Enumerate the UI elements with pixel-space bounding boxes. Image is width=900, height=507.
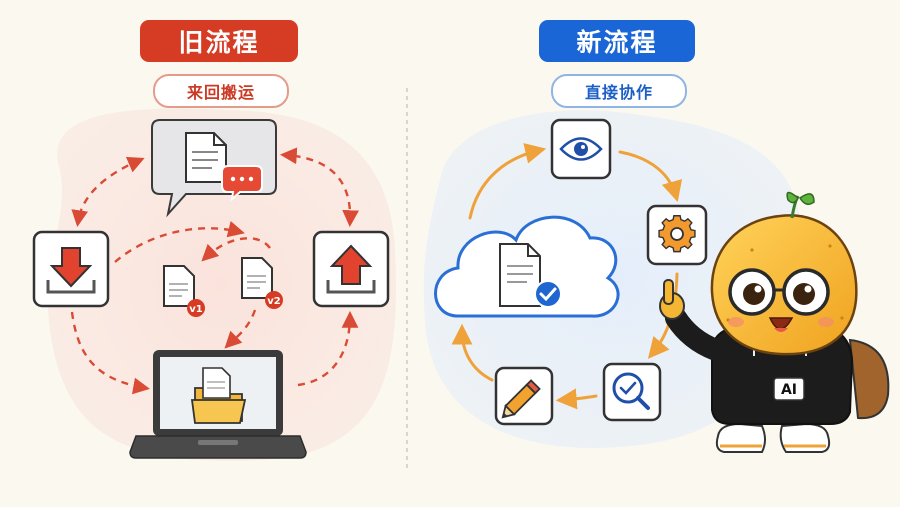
old-flow-title: 旧流程 <box>140 20 298 62</box>
chat-document-box <box>151 119 277 218</box>
upload-icon <box>312 230 390 308</box>
document-icon <box>185 132 227 183</box>
arrow-download-to-files <box>114 221 245 263</box>
old-flow-subtitle: 来回搬运 <box>153 74 289 108</box>
arrow-files-to-v1 <box>201 237 271 262</box>
arrow-download-to-laptop <box>70 311 150 395</box>
chat-bubble-icon <box>221 165 263 202</box>
new-flow-title: 新流程 <box>539 20 695 62</box>
arrow-search-to-pencil <box>555 388 598 410</box>
mango-mascot: AI <box>659 191 890 453</box>
cloud-document-icon <box>434 215 620 318</box>
arrow-eye-to-gear <box>618 150 683 203</box>
search-check-icon <box>602 362 662 422</box>
eye-icon <box>550 118 612 180</box>
arrow-v2-to-laptop <box>224 309 257 349</box>
arrow-upload-to-chat <box>279 147 359 228</box>
laptop-icon <box>129 350 307 459</box>
file-v2-icon: v2 <box>241 257 283 309</box>
arrow-chat-to-download <box>71 156 145 227</box>
version-badge-v2: v2 <box>267 296 281 307</box>
mascot-ai-badge: AI <box>781 382 797 398</box>
old-flow-arrows <box>70 147 359 395</box>
new-flow-arrows <box>451 143 683 410</box>
new-flow-background <box>423 110 802 449</box>
gear-icon <box>646 204 708 266</box>
arrow-laptop-to-upload <box>297 310 359 387</box>
file-v1-icon: v1 <box>163 265 205 317</box>
check-icon <box>534 280 562 308</box>
pencil-icon <box>494 366 554 426</box>
version-badge-v1: v1 <box>189 304 203 315</box>
glasses-icon <box>728 268 830 316</box>
arrow-cloud-to-eye <box>468 143 547 220</box>
new-flow-subtitle: 直接协作 <box>551 74 687 108</box>
pointing-hand <box>659 279 685 320</box>
folder-icon <box>190 367 247 424</box>
arrow-pencil-to-cloud <box>451 323 494 382</box>
download-icon <box>32 230 110 308</box>
